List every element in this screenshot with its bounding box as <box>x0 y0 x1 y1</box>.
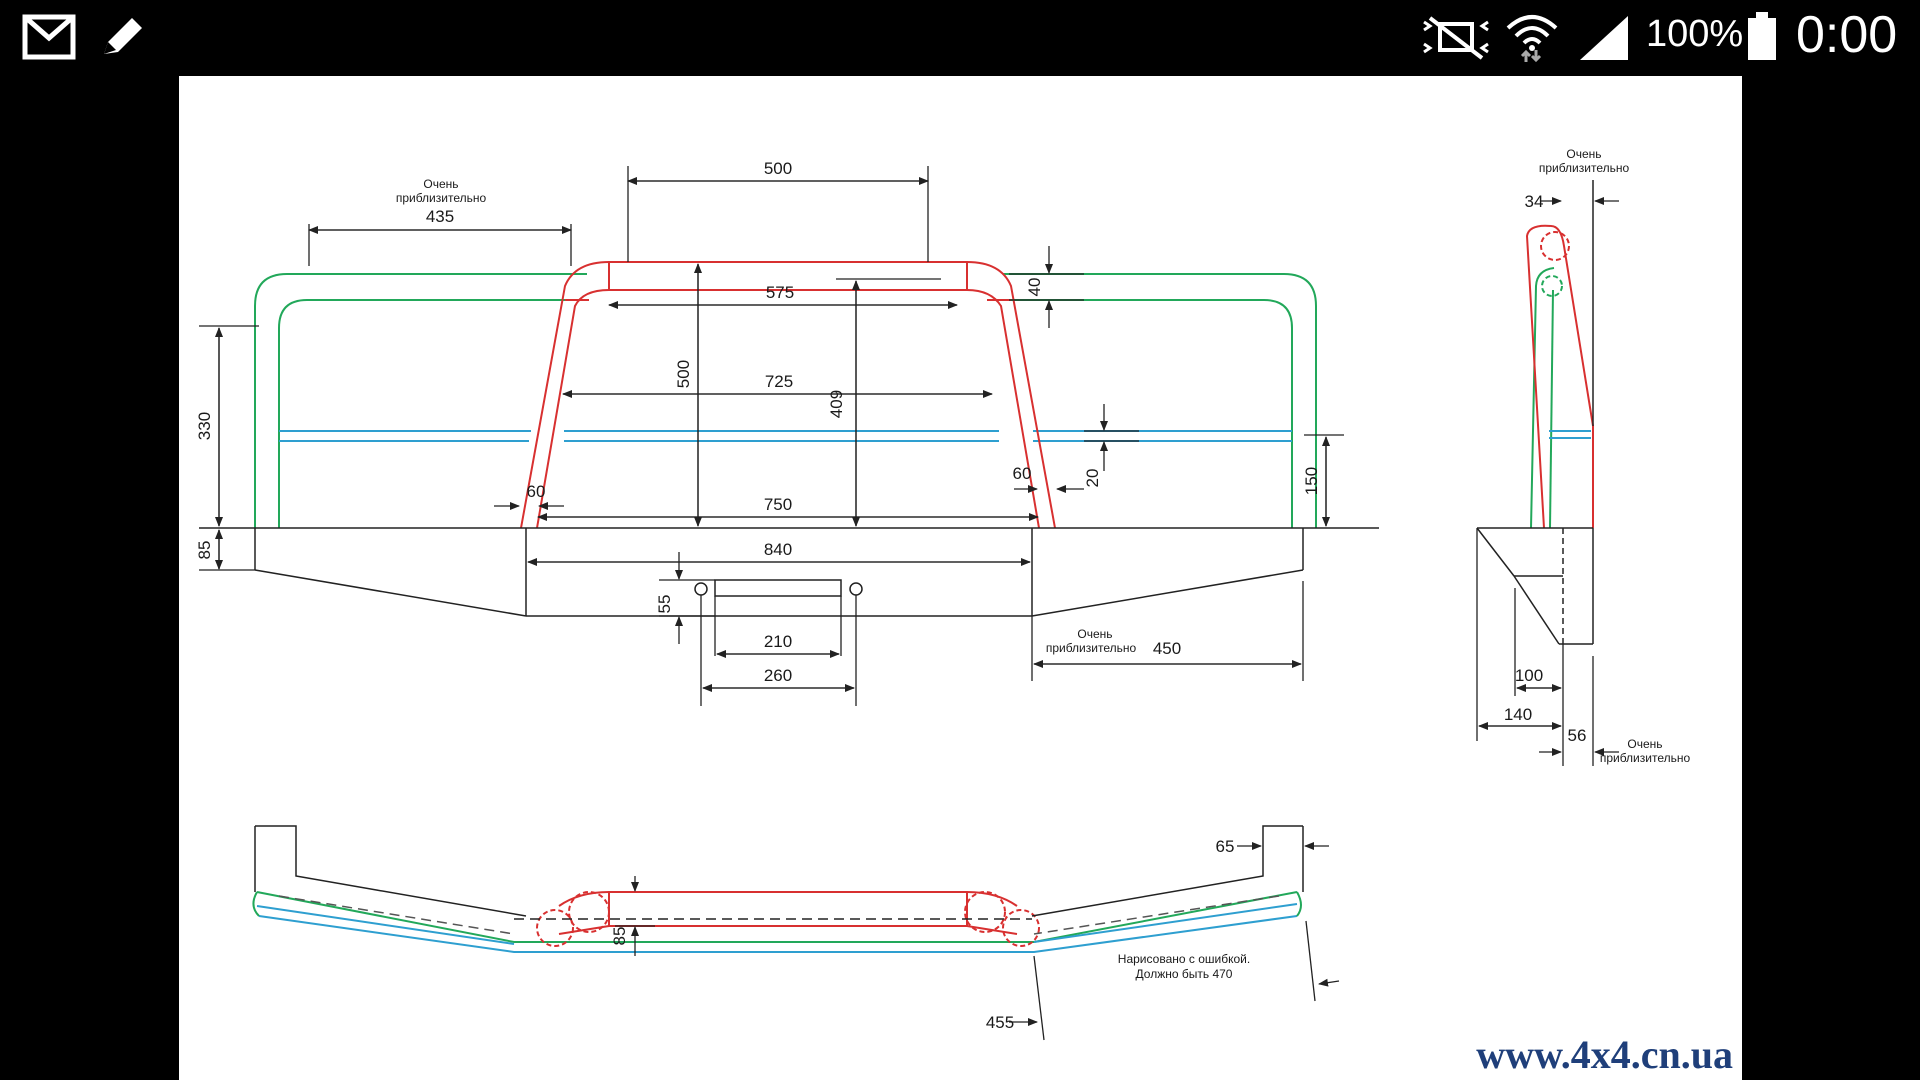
dim-500-top: 500 <box>764 159 792 178</box>
mute-vibrate-icon <box>1423 16 1489 60</box>
winch-hole-right <box>849 582 863 596</box>
dim-56: 56 <box>1568 726 1587 745</box>
dim-500-vert: 500 <box>674 360 693 388</box>
note-approx-right-2: приблизительно <box>1046 641 1137 655</box>
side-note-top-1: Очень <box>1566 147 1601 161</box>
side-note-top-2: приблизительно <box>1539 161 1630 175</box>
dim-85-front: 85 <box>195 541 214 560</box>
note-error-1: Нарисовано с ошибкой. <box>1118 952 1250 966</box>
note-error-2: Должно быть 470 <box>1136 967 1233 981</box>
green-side-bars <box>254 273 1317 528</box>
battery-percent: 100% <box>1646 13 1744 55</box>
dim-450: 450 <box>1153 639 1181 658</box>
pencil-icon[interactable] <box>98 14 146 60</box>
blueprint-image[interactable]: Очень приблизительно 435 500 575 40 500 … <box>179 76 1742 1080</box>
watermark: www.4x4.cn.ua <box>1476 1032 1733 1077</box>
red-center-hoop <box>520 261 1056 529</box>
status-bar: 100% 0:00 <box>0 0 1920 76</box>
dim-330: 330 <box>195 412 214 440</box>
dim-55: 55 <box>655 595 674 614</box>
front-view: Очень приблизительно 435 500 575 40 500 … <box>195 159 1379 706</box>
clock: 0:00 <box>1796 6 1898 64</box>
winch-hole-left <box>694 582 708 596</box>
note-approx-top-left-2: приблизительно <box>396 191 487 205</box>
dim-725: 725 <box>765 372 793 391</box>
gmail-icon[interactable] <box>22 14 76 60</box>
dim-20: 20 <box>1083 469 1102 488</box>
dim-85-top: 85 <box>610 927 629 946</box>
front-dimension-lines <box>199 166 1344 706</box>
dim-60-right: 60 <box>1013 464 1032 483</box>
bumper-body <box>199 527 1379 617</box>
note-approx-right-1: Очень <box>1077 627 1112 641</box>
blue-cross-bars <box>279 430 1292 442</box>
dim-60-left: 60 <box>527 482 546 501</box>
dim-260: 260 <box>764 666 792 685</box>
dim-34: 34 <box>1525 192 1544 211</box>
dim-210: 210 <box>764 632 792 651</box>
note-approx-top-left-1: Очень <box>423 177 458 191</box>
dim-575: 575 <box>766 283 794 302</box>
dim-750: 750 <box>764 495 792 514</box>
side-note-bottom-2: приблизительно <box>1600 751 1691 765</box>
wifi-icon <box>1506 15 1558 63</box>
dim-40: 40 <box>1025 278 1044 297</box>
battery-icon <box>1748 12 1776 60</box>
dim-409: 409 <box>827 390 846 418</box>
side-view: Очень приблизительно 34 100 140 56 Очень… <box>1476 147 1691 766</box>
top-view: 65 85 455 Нарисовано с ошибкой. Должно б… <box>252 825 1340 1041</box>
dim-140: 140 <box>1504 705 1532 724</box>
dim-435: 435 <box>426 207 454 226</box>
dim-455: 455 <box>986 1013 1014 1032</box>
dim-100: 100 <box>1515 666 1543 685</box>
side-note-bottom-1: Очень <box>1627 737 1662 751</box>
dim-65: 65 <box>1216 837 1235 856</box>
dim-150: 150 <box>1302 467 1321 495</box>
signal-icon <box>1580 16 1628 60</box>
blueprint-svg: Очень приблизительно 435 500 575 40 500 … <box>195 147 1733 1077</box>
dim-840: 840 <box>764 540 792 559</box>
